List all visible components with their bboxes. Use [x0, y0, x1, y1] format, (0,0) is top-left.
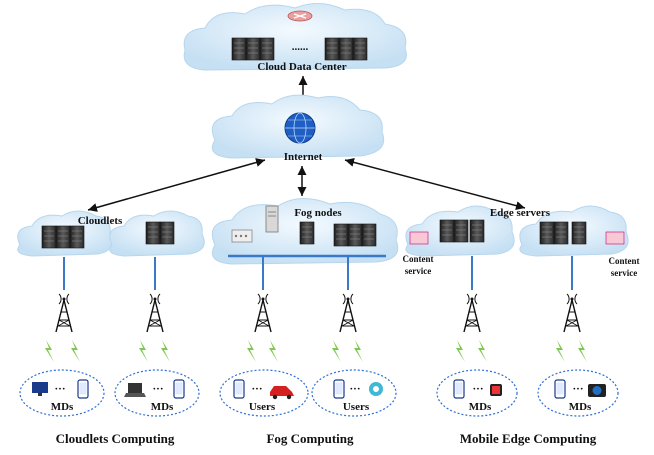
signal-bolt-icon: [45, 340, 54, 362]
device-label: Users: [249, 401, 276, 413]
svg-text:···: ···: [572, 383, 583, 395]
phone-icon: [173, 379, 185, 399]
signal-bolt-icon: [556, 340, 565, 362]
signal-bolt-icon: [161, 340, 170, 362]
cloudlets-label: Cloudlets: [78, 215, 123, 227]
camera-icon: [369, 382, 383, 396]
smartwatch-icon: [490, 384, 502, 396]
signal-bolt-icon: [269, 340, 278, 362]
cloud-data-center-label: Cloud Data Center: [257, 61, 346, 73]
server-rack-icon: [439, 219, 485, 243]
device-label: MDs: [51, 401, 74, 413]
svg-text:···: ···: [251, 383, 262, 395]
cell-tower-icon: [254, 293, 272, 333]
cell-tower-icon: [339, 293, 357, 333]
cell-tower-icon: [463, 293, 481, 333]
cell-tower-icon: [146, 293, 164, 333]
content-service-1-line2: service: [405, 266, 431, 276]
camera-icon: [588, 384, 606, 397]
signal-bolt-icon: [332, 340, 341, 362]
server-rack-icon: [231, 37, 275, 61]
section-fog-computing: Fog Computing: [266, 431, 354, 446]
fog-nodes-label: Fog nodes: [294, 207, 342, 219]
signal-bolt-icon: [247, 340, 256, 362]
device-label: MDs: [569, 401, 592, 413]
content-service-icon: [409, 231, 429, 245]
cloud-dots: ......: [292, 41, 309, 53]
server-rack-icon: [299, 221, 315, 245]
signal-bolt-icon: [578, 340, 587, 362]
cloud-data-center: ...... Cloud Data Center: [183, 3, 407, 73]
server-rack-icon: [333, 223, 377, 247]
device-label: Users: [343, 401, 370, 413]
phone-icon: [233, 379, 245, 399]
device-group-5: ··· MDs: [436, 369, 518, 417]
device-group-1: ··· MDs: [19, 369, 105, 417]
device-group-2: ··· MDs: [114, 369, 200, 417]
fog-nodes-group: Fog nodes: [211, 198, 399, 265]
svg-text:···: ···: [349, 383, 360, 395]
signal-bolt-icon: [354, 340, 363, 362]
switch-icon: [231, 229, 253, 243]
signal-bolt-icon: [139, 340, 148, 362]
cloudlets-group: Cloudlets: [17, 210, 205, 257]
content-service-1-line1: Content: [403, 254, 434, 264]
phone-icon: [77, 379, 89, 399]
router-icon: [287, 10, 313, 22]
content-service-2-line1: Content: [609, 256, 640, 266]
server-rack-icon: [41, 225, 85, 249]
server-rack-icon: [324, 37, 368, 61]
device-label: MDs: [469, 401, 492, 413]
access-links: [63, 256, 573, 290]
device-group-6: ··· MDs: [537, 369, 619, 417]
content-service-icon: [605, 231, 625, 245]
desktop-icon: [32, 382, 48, 396]
device-group-3: ··· Users: [219, 369, 309, 417]
section-cloudlets-computing: Cloudlets Computing: [56, 431, 175, 446]
cell-towers: [55, 293, 581, 333]
svg-text:···: ···: [54, 383, 65, 395]
content-service-2-line2: service: [611, 268, 637, 278]
signal-bolt-icon: [478, 340, 487, 362]
server-rack-icon: [145, 221, 175, 245]
globe-icon: [284, 112, 316, 144]
section-mobile-edge-computing: Mobile Edge Computing: [460, 431, 597, 446]
device-label: MDs: [151, 401, 174, 413]
cell-tower-icon: [55, 293, 73, 333]
internet-label: Internet: [284, 151, 323, 163]
phone-icon: [554, 379, 566, 399]
signal-bolt-icon: [71, 340, 80, 362]
phone-icon: [453, 379, 465, 399]
edge-servers-label: Edge servers: [490, 207, 551, 219]
server-rack-icon: [539, 221, 587, 245]
link-internet-edge: [344, 157, 526, 211]
cell-tower-icon: [563, 293, 581, 333]
device-group-4: ··· Users: [311, 369, 397, 417]
wireless-signals: [45, 340, 587, 362]
svg-text:···: ···: [152, 383, 163, 395]
tower-server-icon: [265, 205, 279, 233]
signal-bolt-icon: [456, 340, 465, 362]
phone-icon: [333, 379, 345, 399]
svg-text:···: ···: [472, 383, 483, 395]
link-internet-cloudlets: [87, 158, 266, 212]
edge-servers-group: Edge servers Content service Content ser…: [403, 205, 640, 278]
laptop-icon: [124, 383, 146, 397]
car-icon: [270, 386, 294, 400]
internet-cloud: Internet: [211, 94, 385, 163]
